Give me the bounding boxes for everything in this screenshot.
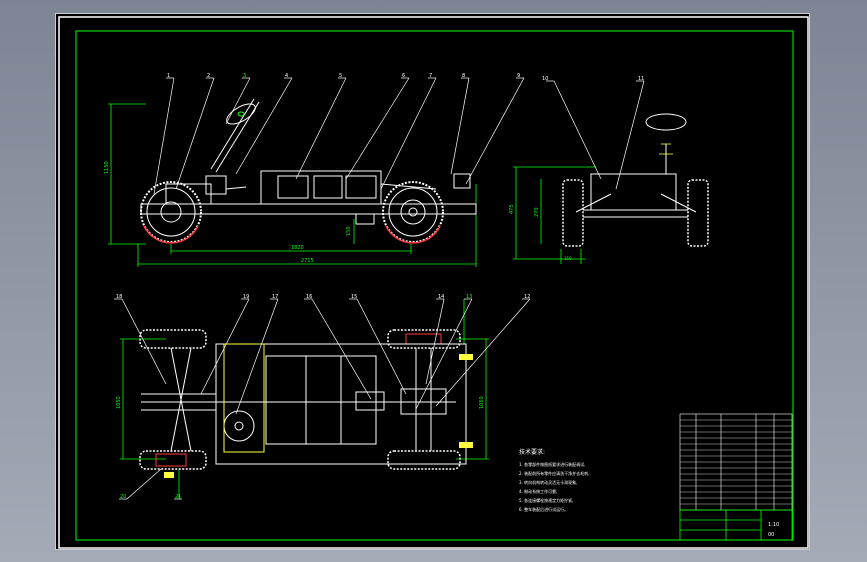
title-drawing-no: 00 [768, 532, 774, 538]
outer-border [58, 16, 809, 549]
callout-20: 20 [120, 494, 126, 500]
callout-14: 14 [438, 294, 444, 300]
rear-steering-wheel [645, 113, 687, 131]
notes-title: 技术要求: [519, 448, 545, 456]
callout-21: 21 [175, 494, 181, 500]
title-block: 1:10 00 [679, 413, 793, 541]
dim-wheelbase: 1820 [291, 245, 304, 251]
dim-top-right: 1050 [479, 396, 485, 409]
dim-height: 1150 [104, 161, 110, 174]
callout-19: 19 [243, 294, 249, 300]
callout-4: 4 [285, 73, 288, 79]
callout-2: 2 [207, 73, 210, 79]
dim-clearance: 150 [346, 226, 352, 236]
title-scale: 1:10 [768, 522, 779, 528]
callout-5: 5 [339, 73, 342, 79]
front-wheel [140, 181, 202, 244]
note-line-4: 4. 制动系统工作可靠, [519, 488, 557, 494]
note-line-6: 6. 整车装配后进行试运行。 [519, 506, 568, 512]
note-line-2: 2. 装配前所有零件应清洗干净并去毛刺, [519, 470, 589, 476]
dim-overall-length: 2715 [301, 258, 314, 264]
steering-wheel [226, 103, 256, 125]
callout-12: 12 [524, 294, 530, 300]
side-view: 1150 1820 2715 150 [104, 73, 525, 267]
top-view: 1050 1050 [114, 294, 530, 500]
callout-1: 1 [167, 73, 170, 79]
callout-15: 15 [351, 294, 357, 300]
dim-top-left: 1050 [116, 396, 122, 409]
drawing-viewport: 1150 1820 2715 150 [55, 13, 810, 550]
inner-border [75, 30, 794, 541]
technical-notes: 技术要求: 1. 各零部件按图纸要求进行装配调试, 2. 装配前所有零件应清洗干… [519, 448, 589, 512]
callout-17: 17 [272, 294, 278, 300]
note-line-1: 1. 各零部件按图纸要求进行装配调试, [519, 461, 585, 467]
note-line-3: 3. 转向机构转动灵活无卡滞现象, [519, 479, 577, 485]
callout-16: 16 [306, 294, 312, 300]
dim-rear-sub: 270 [534, 207, 540, 217]
callout-11: 11 [638, 76, 644, 82]
callout-8: 8 [462, 73, 465, 79]
callout-3: 3 [243, 73, 246, 79]
callout-9: 9 [517, 73, 520, 79]
callout-13: 13 [466, 294, 472, 300]
cad-drawing: 1150 1820 2715 150 [58, 16, 809, 549]
callout-10: 10 [542, 76, 548, 82]
callout-6: 6 [402, 73, 405, 79]
callout-7: 7 [429, 73, 432, 79]
rear-wheel [382, 181, 444, 244]
top-steering-wheel [223, 410, 255, 442]
dim-rear-height: 475 [509, 204, 515, 214]
rear-view: 475 270 150 10 11 [509, 76, 709, 264]
note-line-5: 5. 各连接螺栓按规定力矩拧紧, [519, 497, 573, 503]
callout-18: 18 [116, 294, 122, 300]
dim-rear-track: 150 [564, 256, 572, 261]
